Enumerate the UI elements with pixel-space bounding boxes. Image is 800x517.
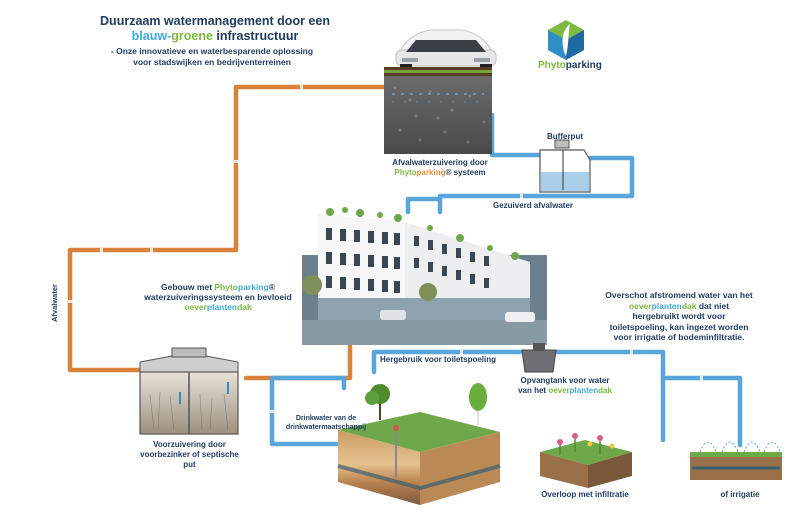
overschot-planten: planten: [651, 300, 682, 311]
gebouw-line-3: oeverplantendak: [138, 302, 298, 312]
building: [302, 207, 547, 345]
gebouw-line-1: Gebouw met Phytoparking®: [138, 282, 298, 292]
voorzuivering-line-3: put: [183, 460, 196, 469]
afvalwaterzuivering-phyto: Phyto: [394, 168, 417, 177]
opvangtank: [521, 343, 557, 373]
label-overschot: Overschot afstromend water van het oever…: [584, 290, 774, 343]
logo-text-dark: parking: [565, 60, 602, 71]
overschot-oever: oever: [628, 300, 652, 311]
label-drinkwater: Drinkwater van de drinkwatermaatschappij: [276, 414, 376, 432]
label-afvalwaterzuivering: Afvalwaterzuivering door Phytoparking® s…: [375, 158, 505, 178]
overschot-dak: dak: [681, 300, 697, 311]
tree-right: [469, 383, 487, 425]
gebouw-text-1: Gebouw met: [161, 282, 215, 292]
infiltration-block: [540, 433, 632, 488]
page-title: Duurzaam watermanagement door een blauw-…: [70, 14, 360, 44]
afvalwaterzuivering-line-1: Afvalwaterzuivering door: [392, 158, 488, 167]
label-hergebruik: Hergebruik voor toiletspoeling: [380, 355, 497, 364]
phytoparking-filter: [384, 67, 492, 154]
gebouw-phyto: Phyto: [214, 282, 239, 292]
overschot-line-1: Overschot afstromend water van het: [605, 290, 753, 300]
label-opvangtank: Opvangtank voor water van het oeverplant…: [500, 376, 630, 396]
tree-left: [365, 384, 390, 420]
voorzuivering-line-2: voorbezinker of septische: [140, 450, 239, 459]
logo-text-green: Phyto: [538, 60, 566, 71]
drinkwater-line-2: drinkwatermaatschappij: [285, 424, 367, 431]
page-subtitle: - Onze innovatieve en waterbesparende op…: [62, 46, 362, 68]
gebouw-planten: planten: [206, 302, 238, 312]
opvangtank-oever: oever: [548, 386, 570, 395]
title-line-1: Duurzaam watermanagement door een: [100, 14, 330, 28]
afvalwaterzuivering-rest: ® systeem: [445, 168, 486, 177]
overschot-line-4: toiletspoeling, kan ingezet worden: [609, 321, 749, 332]
bufferput-tank: [539, 139, 591, 193]
subtitle-line-1: - Onze innovatieve en waterbesparende op…: [110, 46, 314, 56]
gebouw-line-2: waterzuiveringssysteem en bevloeid: [144, 292, 292, 302]
label-gebouw: Gebouw met Phytoparking® waterzuiverings…: [138, 282, 298, 312]
title-line-2: blauw-groene infrastructuur: [70, 29, 360, 44]
afvalwaterzuivering-line-2: Phytoparking® systeem: [375, 168, 505, 178]
irrigation-block: [690, 441, 782, 480]
overschot-line-2: oeverplantendak dat niet: [584, 301, 774, 312]
car: [395, 29, 497, 70]
title-blue-word: blauw-: [131, 29, 172, 43]
voorzuivering-line-1: Voorzuivering door: [153, 440, 226, 449]
drinkwater-line-1: Drinkwater van de: [295, 415, 357, 422]
afvalwaterzuivering-parking: parking: [416, 168, 446, 177]
voorzuivering-tank: [139, 347, 239, 435]
label-voorzuivering: Voorzuivering door voorbezinker of septi…: [132, 440, 247, 470]
label-overloop: Overloop met infiltratie: [541, 490, 629, 499]
opvangtank-line-2: van het oeverplantendak: [500, 386, 630, 396]
opvangtank-dak: dak: [598, 386, 612, 395]
logo-text: Phytoparking: [538, 60, 602, 71]
subtitle-line-2: voor stadswijken en bedrijventerreinen: [133, 57, 291, 67]
opvangtank-planten: planten: [569, 386, 599, 395]
label-afvalwater: Afvalwater: [50, 284, 59, 322]
title-green-word: groene: [171, 29, 213, 43]
gebouw-parking: parking: [238, 282, 269, 292]
title-rest: infrastructuur: [212, 29, 299, 43]
gebouw-oever: oever: [184, 302, 207, 312]
gebouw-reg: ®: [268, 282, 275, 292]
label-irrigatie: of irrigatie: [720, 490, 760, 499]
overschot-line-3: hergebruikt wordt voor: [632, 311, 726, 321]
ground-block: [337, 383, 501, 505]
label-bufferput: Bufferput: [547, 132, 583, 141]
phytoparking-logo: [548, 20, 584, 60]
gebouw-dak: dak: [237, 302, 252, 312]
opvangtank-van-het: van het: [518, 386, 549, 395]
label-gezuiverd: Gezuiverd afvalwater: [492, 201, 574, 210]
overschot-line-5: voor irrigatie of bodeminfiltratie.: [613, 332, 745, 342]
overschot-dat-niet: dat niet: [696, 300, 730, 311]
opvangtank-line-1: Opvangtank voor water: [520, 376, 610, 385]
